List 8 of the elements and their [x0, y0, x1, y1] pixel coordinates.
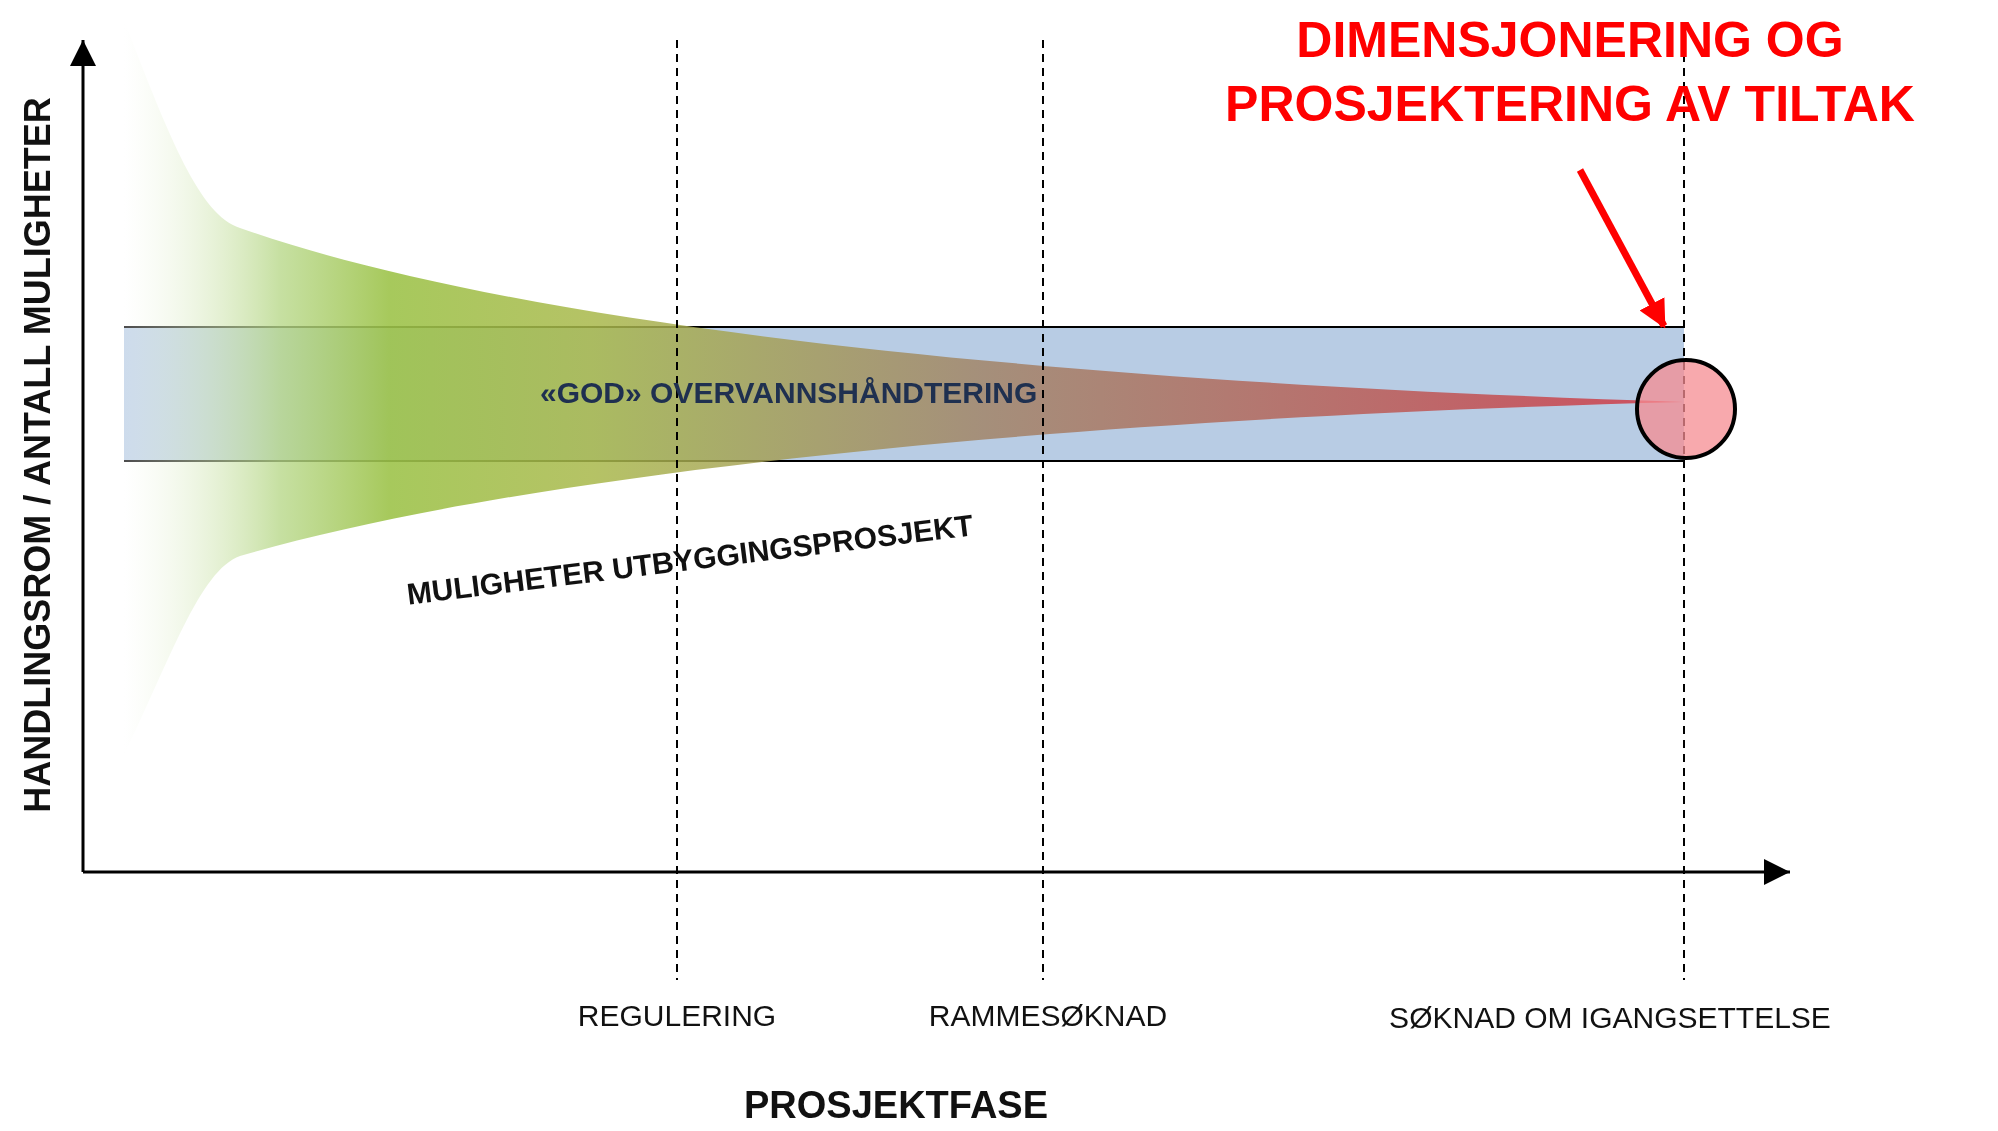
arrow	[1576, 168, 1668, 329]
band-label: «GOD» OVERVANNSHÅNDTERING	[540, 376, 1038, 410]
axis-title: PROSJEKTFASE	[743, 1083, 1049, 1127]
axis-title: HANDLINGSROM / ANTALL MULIGHETER	[17, 97, 59, 813]
phase-label: REGULERING	[577, 999, 777, 1033]
phase-label: SØKNAD OM IGANGSETTELSE	[1389, 1001, 1831, 1035]
phase-label: RAMMESØKNAD	[928, 999, 1168, 1033]
callout-heading: DIMENSJONERING OG PROSJEKTERING AV TILTAK	[1224, 11, 1916, 134]
